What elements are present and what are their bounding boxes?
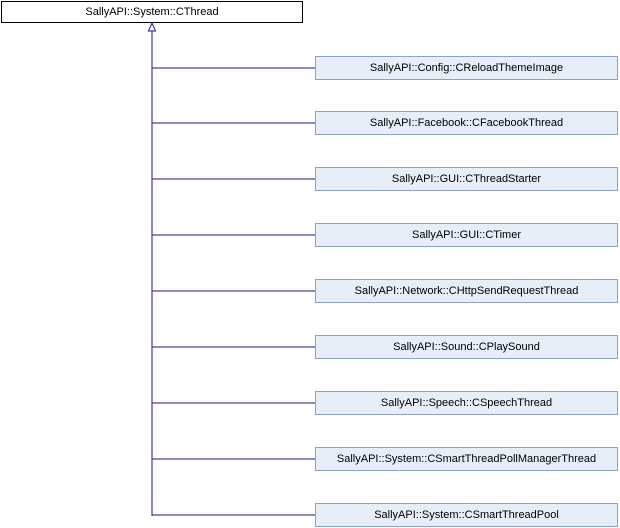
derived-class-node-csmartthreadpool[interactable]: SallyAPI::System::CSmartThreadPool: [315, 503, 618, 527]
base-class-node[interactable]: SallyAPI::System::CThread: [1, 1, 303, 23]
derived-class-label: SallyAPI::System::CSmartThreadPool: [374, 509, 559, 521]
derived-class-node-creloadthemeimage[interactable]: SallyAPI::Config::CReloadThemeImage: [315, 56, 618, 80]
derived-class-label: SallyAPI::System::CSmartThreadPollManage…: [336, 453, 597, 465]
derived-class-node-cplaysound[interactable]: SallyAPI::Sound::CPlaySound: [315, 335, 618, 359]
derived-class-node-cspeechthread[interactable]: SallyAPI::Speech::CSpeechThread: [315, 391, 618, 415]
derived-class-label: SallyAPI::Speech::CSpeechThread: [380, 397, 553, 409]
inheritance-branches: [152, 67, 315, 516]
derived-class-label: SallyAPI::Facebook::CFacebookThread: [369, 117, 564, 129]
derived-class-node-csmartthreadpollmanagerthread[interactable]: SallyAPI::System::CSmartThreadPollManage…: [315, 447, 618, 471]
base-class-label: SallyAPI::System::CThread: [85, 6, 219, 18]
derived-class-node-cthreadstarter[interactable]: SallyAPI::GUI::CThreadStarter: [315, 167, 618, 191]
derived-class-label: SallyAPI::Sound::CPlaySound: [393, 341, 540, 353]
derived-class-node-chttpsendrequestthread[interactable]: SallyAPI::Network::CHttpSendRequestThrea…: [315, 279, 618, 303]
derived-class-label: SallyAPI::GUI::CThreadStarter: [391, 173, 542, 185]
derived-class-label: SallyAPI::Network::CHttpSendRequestThrea…: [354, 285, 579, 297]
inheritance-arrowhead: [147, 21, 157, 32]
derived-class-node-ctimer[interactable]: SallyAPI::GUI::CTimer: [315, 223, 618, 247]
derived-class-label: SallyAPI::Config::CReloadThemeImage: [369, 62, 564, 74]
derived-class-label: SallyAPI::GUI::CTimer: [412, 229, 521, 241]
derived-class-node-cfacebookthread[interactable]: SallyAPI::Facebook::CFacebookThread: [315, 111, 618, 135]
